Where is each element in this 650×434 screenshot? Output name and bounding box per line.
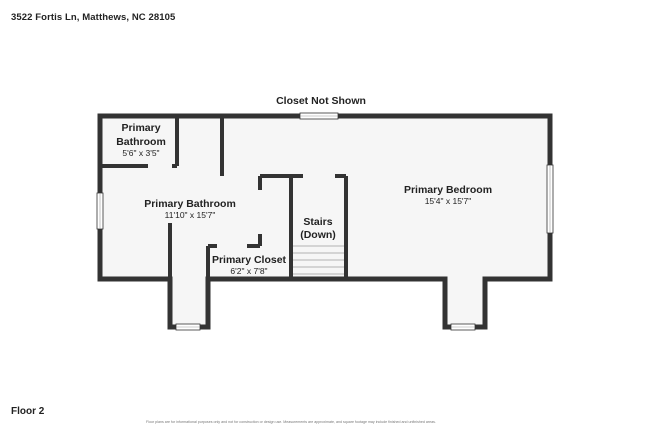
primary-bathroom-small-name-line2: Bathroom — [116, 136, 166, 148]
primary-closet-name: Primary Closet — [212, 254, 287, 266]
primary-bathroom-dims: 11'10" x 15'7" — [165, 210, 216, 220]
disclaimer-text: Floor plans are for informational purpos… — [146, 420, 436, 424]
stairs-name-line2: (Down) — [300, 229, 336, 241]
primary-bathroom-small-name-line1: Primary — [121, 122, 160, 134]
floor-label: Floor 2 — [11, 406, 45, 417]
stairs-name-line1: Stairs — [303, 216, 332, 228]
windows — [96, 112, 554, 331]
primary-bathroom-name: Primary Bathroom — [144, 198, 236, 210]
property-address: 3522 Fortis Ln, Matthews, NC 28105 — [11, 12, 176, 23]
door-openings — [148, 163, 335, 249]
primary-bedroom-dims: 15'4" x 15'7" — [425, 196, 472, 206]
primary-closet-dims: 6'2" x 7'8" — [230, 266, 267, 276]
primary-bathroom-small-dims: 5'6" x 3'5" — [122, 148, 159, 158]
closet-not-shown-label: Closet Not Shown — [276, 95, 366, 107]
stair-treads — [293, 245, 344, 275]
primary-bedroom-name: Primary Bedroom — [404, 184, 492, 196]
